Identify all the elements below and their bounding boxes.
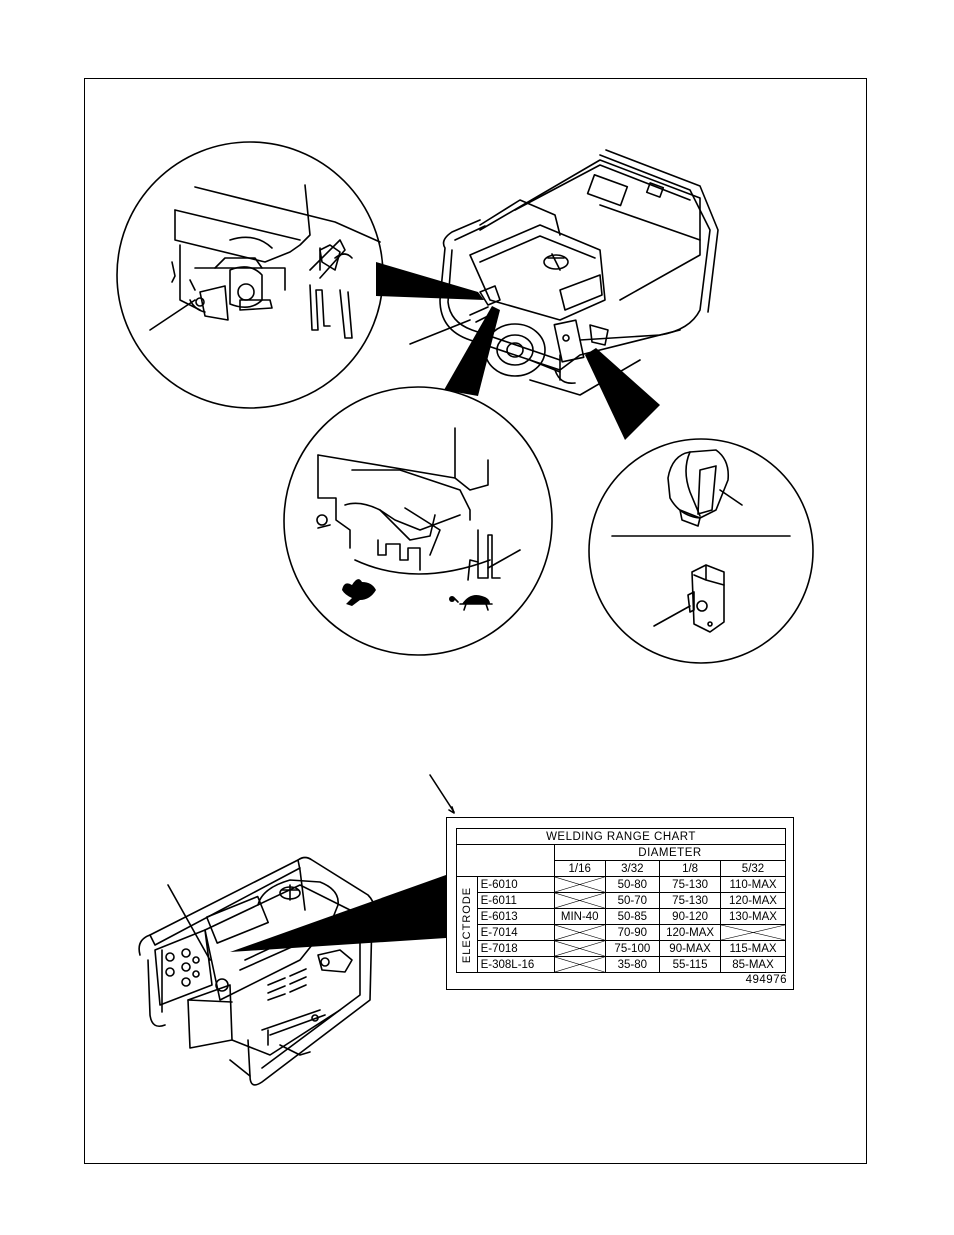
electrode-label: ELECTRODE bbox=[456, 876, 478, 973]
range-cell: 130-MAX bbox=[720, 908, 786, 925]
range-cell: 120-MAX bbox=[659, 924, 721, 941]
range-cell: 75-130 bbox=[659, 892, 721, 909]
not-applicable-cell bbox=[720, 924, 786, 941]
part-number: 494976 bbox=[745, 974, 787, 986]
not-applicable-cell bbox=[553, 956, 606, 973]
header-blank bbox=[456, 844, 555, 877]
range-cell: 50-70 bbox=[604, 892, 661, 909]
range-cell: 120-MAX bbox=[720, 892, 786, 909]
welding-range-chart-label: WELDING RANGE CHART DIAMETER 1/16 3/32 1… bbox=[446, 817, 794, 990]
electrode-name: E-7018 bbox=[476, 940, 555, 957]
range-cell: 75-130 bbox=[659, 876, 721, 893]
welding-range-table: WELDING RANGE CHART DIAMETER 1/16 3/32 1… bbox=[456, 828, 787, 973]
range-cell: MIN-40 bbox=[553, 908, 606, 925]
range-cell: 90-MAX bbox=[659, 940, 721, 957]
electrode-name: E-6011 bbox=[476, 892, 555, 909]
range-cell: 90-120 bbox=[659, 908, 721, 925]
turtle-icon bbox=[449, 595, 493, 611]
leader-line-chart bbox=[429, 774, 455, 813]
diameter-header: DIAMETER bbox=[553, 844, 787, 861]
not-applicable-cell bbox=[553, 892, 606, 909]
range-cell: 85-MAX bbox=[720, 956, 786, 973]
not-applicable-cell bbox=[553, 940, 606, 957]
generator-top-drawing bbox=[439, 149, 719, 396]
range-cell: 55-115 bbox=[659, 956, 721, 973]
page-frame bbox=[84, 78, 867, 1164]
pointer-beams bbox=[230, 262, 660, 952]
range-cell: 110-MAX bbox=[720, 876, 786, 893]
not-applicable-cell bbox=[553, 924, 606, 941]
range-cell: 75-100 bbox=[604, 940, 661, 957]
leader-line bbox=[409, 319, 471, 345]
diameter-1-16: 1/16 bbox=[553, 860, 606, 877]
diameter-5-32: 5/32 bbox=[720, 860, 786, 877]
diameter-3-32: 3/32 bbox=[604, 860, 661, 877]
leader-line-bottom bbox=[167, 884, 211, 961]
range-cell: 35-80 bbox=[604, 956, 661, 973]
electrode-name: E-308L-16 bbox=[476, 956, 555, 973]
range-cell: 50-85 bbox=[604, 908, 661, 925]
range-cell: 115-MAX bbox=[720, 940, 786, 957]
not-applicable-cell bbox=[553, 876, 606, 893]
range-cell: 50-80 bbox=[604, 876, 661, 893]
rabbit-icon bbox=[342, 579, 376, 606]
detail-circle-throttle bbox=[283, 386, 553, 656]
electrode-name: E-7014 bbox=[476, 924, 555, 941]
chart-title: WELDING RANGE CHART bbox=[456, 828, 786, 845]
range-cell: 70-90 bbox=[604, 924, 661, 941]
detail-circle-choke bbox=[116, 141, 384, 409]
electrode-name: E-6010 bbox=[476, 876, 555, 893]
generator-bottom-drawing bbox=[138, 856, 376, 1086]
diameter-1-8: 1/8 bbox=[659, 860, 721, 877]
electrode-name: E-6013 bbox=[476, 908, 555, 925]
detail-circle-switch bbox=[588, 438, 814, 664]
